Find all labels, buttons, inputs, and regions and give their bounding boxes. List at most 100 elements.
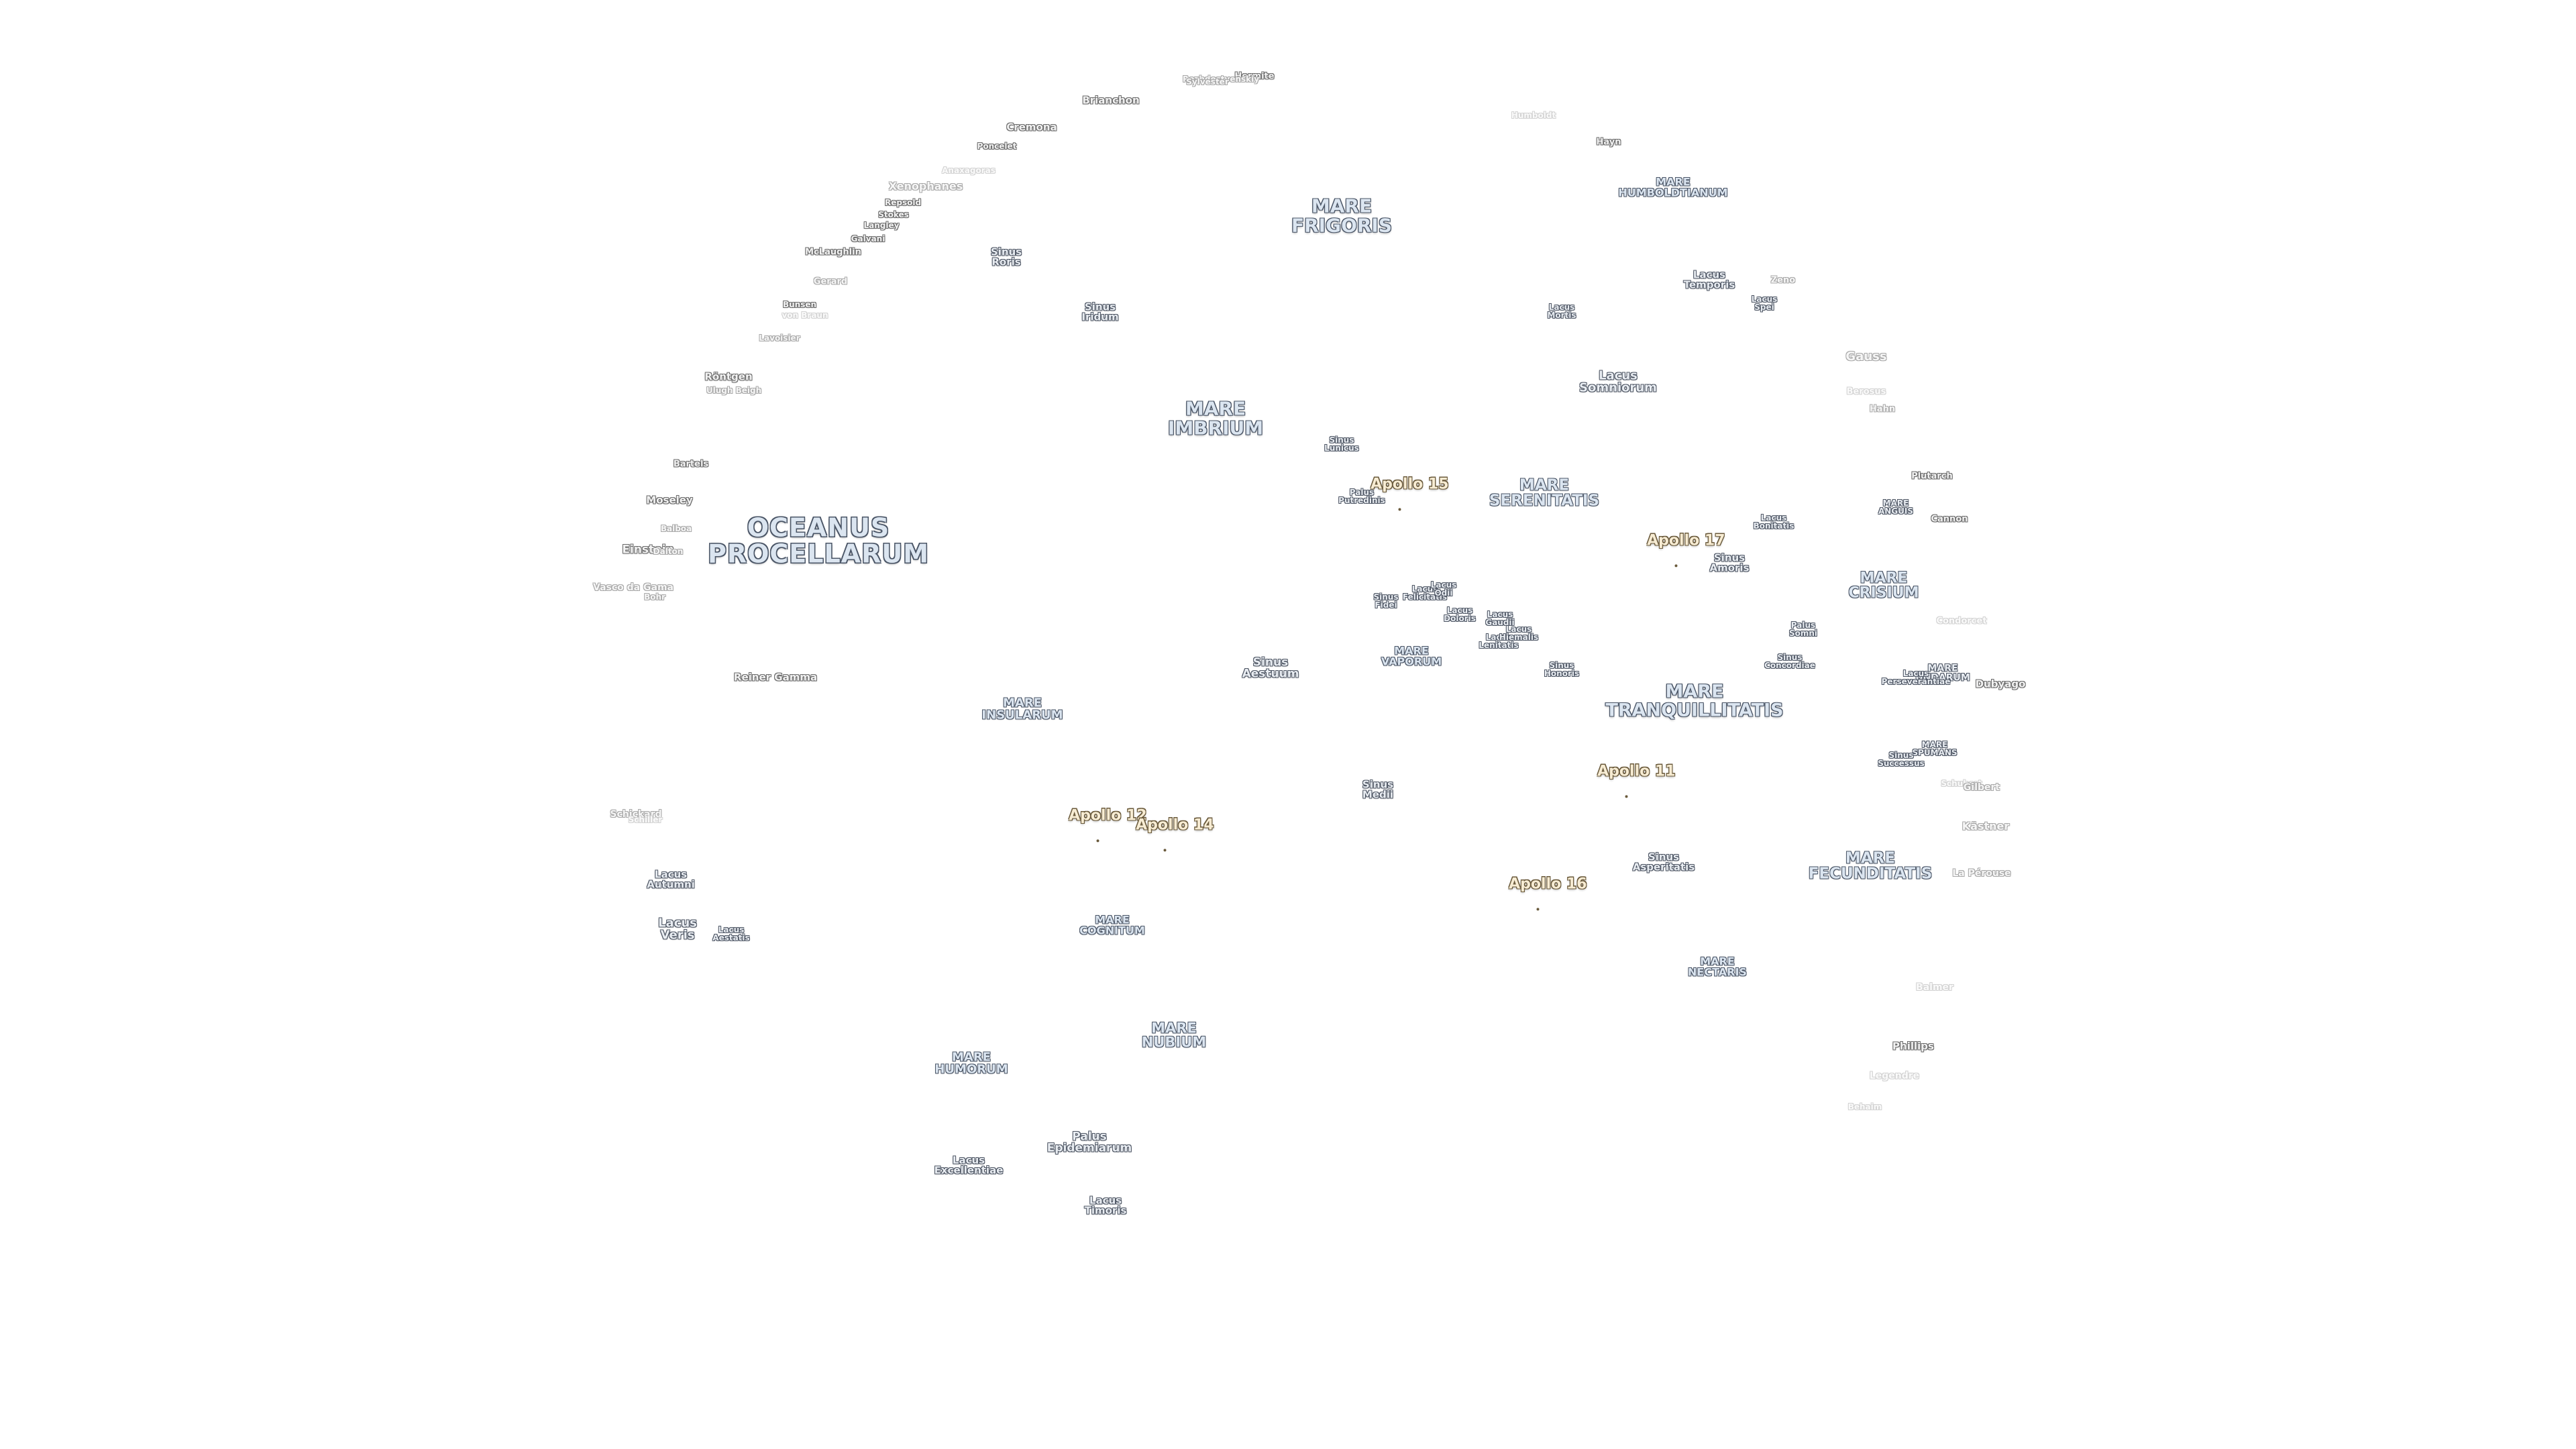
label-crater-la-perouse: La Pérouse	[1952, 867, 2011, 879]
label-crater-dubyago: Dubyago	[1975, 678, 2026, 690]
label-apollo-11: Apollo 11	[1597, 763, 1676, 780]
label-crater-bohr: Bohr	[644, 592, 665, 602]
landing-site-dot	[1398, 508, 1401, 511]
label-sinus-concordiae: Sinus Concordiae	[1764, 652, 1815, 670]
label-mare-tranquillitatis: MARE TRANQUILLITATIS	[1605, 681, 1784, 720]
label-crater-plutarch: Plutarch	[1911, 471, 1953, 482]
label-lacus-excellentiae: Lacus Excellentiae	[934, 1154, 1004, 1177]
label-crater-humboldt: Humboldt	[1511, 110, 1556, 120]
label-crater-anaxagoras: Anaxagoras	[942, 165, 996, 175]
label-lacus-bonitatis: Lacus Bonitatis	[1753, 513, 1794, 531]
label-crater-reiner-gamma: Reiner Gamma	[733, 671, 818, 684]
landing-site-dot	[1163, 849, 1166, 852]
label-crater-xenophanes: Xenophanes	[888, 179, 963, 193]
label-sinus-successus: Sinus Successus	[1878, 750, 1925, 768]
landing-site-dot	[1536, 908, 1539, 911]
label-crater-phillips: Phillips	[1892, 1040, 1934, 1053]
label-lacus-odii: Lacus Odii	[1430, 580, 1457, 598]
label-crater-gauss: Gauss	[1845, 349, 1887, 364]
label-apollo-15: Apollo 15	[1371, 476, 1449, 493]
label-lacus-timoris: Lacus Timoris	[1084, 1194, 1127, 1217]
label-mare-humorum: MARE HUMORUM	[934, 1050, 1008, 1077]
label-mare-spumans: MARE SPUMANS	[1912, 739, 1957, 757]
label-mare-serenitatis: MARE SERENITATIS	[1489, 476, 1600, 510]
label-crater-schiller: Schiller	[628, 814, 663, 824]
label-lacus-perseverantiae: Lacus Perseverantiae	[1881, 668, 1951, 686]
label-crater-einstein: Einstein	[622, 543, 674, 557]
label-palus-putredinis: Palus Putredinis	[1338, 487, 1385, 505]
label-sinus-medii: Sinus Medii	[1362, 778, 1394, 801]
label-lacus-spei: Lacus Spei	[1751, 294, 1778, 312]
label-crater-mclaughlin: McLaughlin	[805, 247, 861, 258]
label-crater-zeno: Zeno	[1770, 275, 1796, 286]
label-crater-sylvester: Sylvester	[1186, 76, 1229, 87]
label-mare-frigoris: MARE FRIGORIS	[1291, 195, 1393, 236]
label-crater-condorcet: Condorcet	[1936, 616, 1987, 627]
label-mare-crisium: MARE CRISIUM	[1848, 570, 1919, 602]
label-crater-ulugh-beigh: Ulugh Beigh	[706, 385, 762, 395]
label-crater-schubert: Schubert	[1941, 778, 1982, 788]
marker-apollo-14[interactable]: Apollo 14	[1116, 803, 1214, 881]
label-crater-bunsen: Bunsen	[782, 299, 817, 309]
label-sinus-honoris: Sinus Honoris	[1544, 660, 1580, 678]
label-crater-moseley: Moseley	[646, 494, 693, 506]
label-crater-stokes: Stokes	[878, 209, 909, 219]
label-lacus-aestatis: Lacus Aestatis	[712, 924, 750, 943]
marker-apollo-17[interactable]: Apollo 17	[1627, 519, 1725, 597]
label-apollo-16: Apollo 16	[1509, 875, 1587, 893]
label-lacus-lenitatis: Lacus Lenitatis	[1479, 632, 1519, 650]
label-crater-rontgen: Röntgen	[704, 370, 753, 383]
label-oceanus-procellarum: OCEANUS PROCELLARUM	[707, 513, 930, 568]
landing-site-dot	[1096, 839, 1099, 843]
marker-apollo-15[interactable]: Apollo 15	[1350, 462, 1449, 541]
landing-site-dot	[1674, 564, 1677, 568]
label-mare-nubium: MARE NUBIUM	[1141, 1020, 1207, 1051]
landing-site-dot	[1625, 795, 1627, 798]
label-sinus-lunicus: Sinus Lunicus	[1324, 435, 1359, 453]
marker-apollo-16[interactable]: Apollo 16	[1489, 862, 1587, 941]
label-crater-langley: Langley	[863, 220, 900, 230]
label-mare-vaporum: MARE VAPORUM	[1381, 644, 1442, 668]
label-lacus-felicitatis: Lacus Felicitatis	[1402, 584, 1448, 602]
label-sinus-fidei: Sinus Fidei	[1373, 592, 1399, 610]
label-mare-undarum: MARE UNDARUM	[1915, 663, 1970, 684]
label-mare-insularum: MARE INSULARUM	[981, 696, 1063, 722]
label-mare-cognitum: MARE COGNITUM	[1079, 913, 1145, 937]
label-crater-dalton: Dalton	[653, 546, 684, 556]
label-lacus-autumni: Lacus Autumni	[647, 868, 695, 891]
label-lacus-hiemalis: Lacus Hiemalis	[1499, 624, 1539, 642]
label-lacus-temporis: Lacus Temporis	[1683, 268, 1735, 291]
label-crater-hermite: Hermite	[1234, 71, 1275, 82]
marker-apollo-12[interactable]: Apollo 12	[1049, 794, 1147, 872]
label-crater-balboa: Balboa	[660, 523, 692, 533]
marker-apollo-11[interactable]: Apollo 11	[1577, 749, 1676, 828]
label-crater-gilbert: Gilbert	[1963, 782, 2000, 793]
label-lacus-somniorum: Lacus Somniorum	[1579, 368, 1657, 395]
label-palus-somni: Palus Somni	[1788, 620, 1818, 638]
label-lacus-gaudii: Lacus Gaudii	[1485, 609, 1515, 627]
label-crater-vasco-da-gama: Vasco da Gama	[593, 582, 674, 593]
label-sinus-iridum: Sinus Iridum	[1081, 301, 1119, 323]
label-mare-anguis: MARE ANGUIS	[1878, 498, 1914, 516]
label-crater-cannon: Cannon	[1931, 514, 1968, 525]
label-crater-lavoisier: Lavoisier	[759, 333, 800, 343]
label-apollo-12: Apollo 12	[1069, 807, 1147, 824]
label-crater-poncelet: Poncelet	[977, 141, 1017, 151]
label-palus-epidemiarum: Palus Epidemiarum	[1046, 1130, 1132, 1155]
label-crater-bartels: Bartels	[673, 459, 709, 470]
label-mare-nectaris: MARE NECTARIS	[1688, 955, 1747, 979]
label-crater-hayn: Hayn	[1596, 137, 1621, 148]
label-sinus-amoris: Sinus Amoris	[1709, 551, 1750, 574]
label-crater-schickard: Schickard	[610, 808, 662, 820]
label-crater-repsold: Repsold	[884, 197, 922, 207]
label-lacus-mortis: Lacus Mortis	[1547, 302, 1576, 320]
label-mare-fecunditatis: MARE FECUNDITATIS	[1808, 849, 1933, 883]
label-crater-berosus: Berosus	[1846, 386, 1886, 397]
label-sinus-aestuum: Sinus Aestuum	[1242, 655, 1299, 681]
label-apollo-14: Apollo 14	[1136, 816, 1214, 834]
label-crater-von-braun: von Braun	[782, 310, 828, 320]
label-crater-behaim: Behaim	[1847, 1102, 1882, 1112]
label-crater-gerard: Gerard	[813, 276, 848, 287]
label-crater-legendre: Legendre	[1869, 1070, 1920, 1081]
